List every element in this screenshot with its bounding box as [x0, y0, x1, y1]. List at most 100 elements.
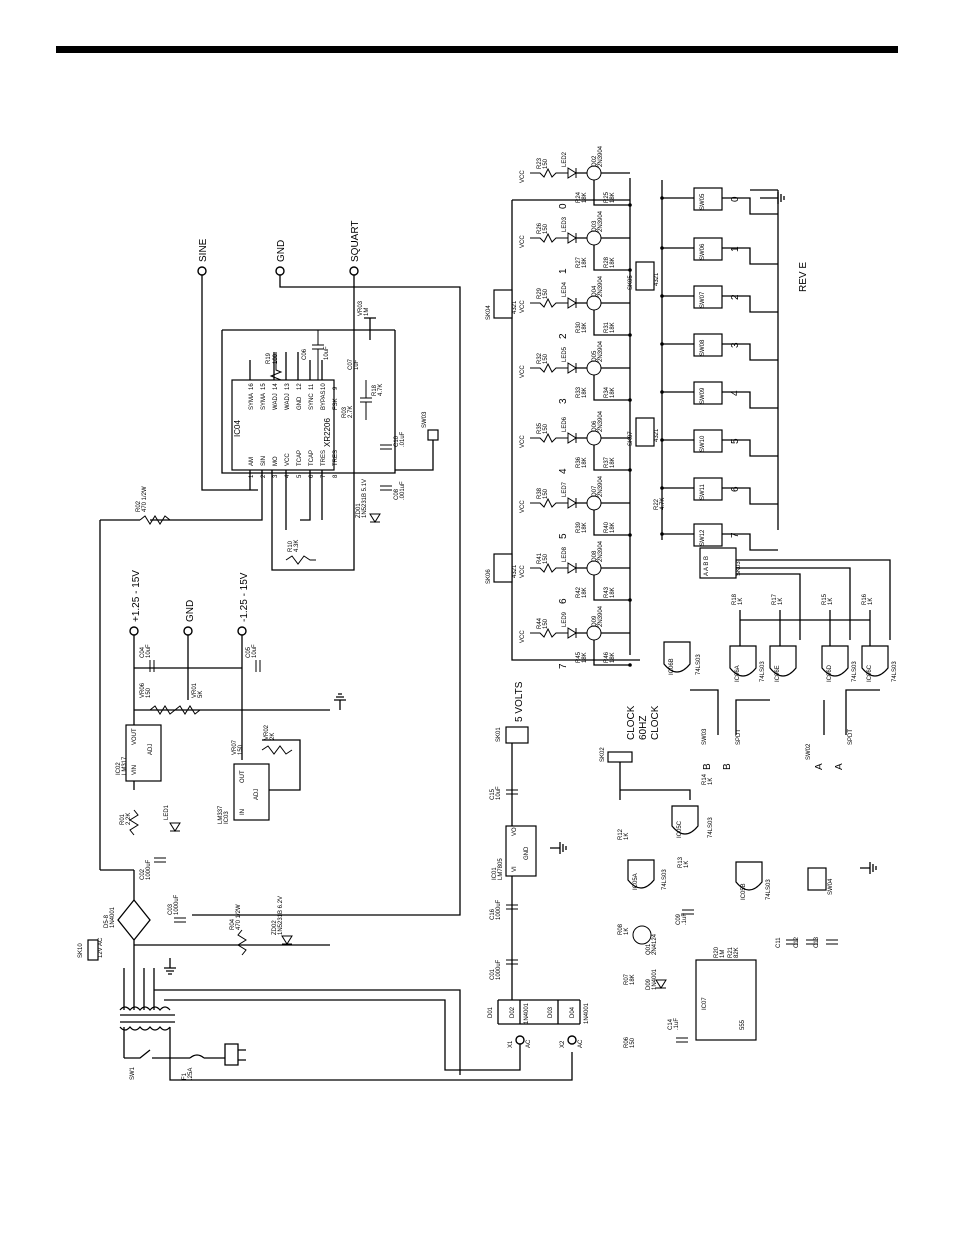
ic04-pin-number: 2: [261, 474, 267, 478]
svg-text:74LS03: 74LS03: [852, 661, 858, 682]
resistor-value: 150: [543, 158, 549, 169]
ic06c-gate: IC06C 74LS03: [861, 645, 898, 682]
svg-text:4321: 4321: [512, 300, 518, 314]
switch-wiring: [662, 197, 778, 215]
base-resistor-ref: R36: [576, 456, 582, 468]
timing-caps: C11 C12 C13: [776, 936, 838, 948]
svg-text:2.2K: 2.2K: [126, 813, 132, 825]
junction-dot: [628, 598, 632, 602]
digit-label: 3: [558, 398, 569, 404]
svg-text:1K: 1K: [828, 598, 834, 605]
led-resistor: [530, 562, 568, 573]
base-resistor-ref: R25: [604, 191, 610, 203]
r18-resistor: R18 4.7K: [372, 384, 384, 396]
ic05b-gate: IC05B 74LS03: [735, 861, 772, 900]
svg-text:1000uF: 1000uF: [174, 894, 180, 915]
svg-text:C13: C13: [814, 936, 820, 948]
resistor-value: 150: [543, 423, 549, 434]
base-resistor-ref: R30: [576, 321, 582, 333]
ic04-pin-number: 15: [261, 383, 267, 390]
junction-dot: [660, 294, 664, 298]
svg-text:82K: 82K: [734, 947, 740, 958]
switch-wiring: [662, 533, 778, 551]
transistor-ref: Q05: [592, 350, 598, 362]
sk03-connector: A A B B SK03: [699, 547, 891, 640]
svg-text:R19: R19: [266, 352, 272, 364]
ic04-pin-label: SYMA: [249, 393, 255, 410]
gnd-label: GND: [276, 240, 287, 262]
svg-text:AC: AC: [578, 1039, 584, 1048]
c15-capacitor: C15 10uF: [490, 786, 518, 800]
transistor-value: 2N3904: [598, 540, 604, 562]
junction-dot: [628, 268, 632, 272]
sw03-switch: SW03: [395, 411, 439, 471]
led-icon: [567, 232, 577, 244]
svg-text:OUT: OUT: [240, 770, 246, 783]
led-resistor: [530, 432, 568, 443]
digit-label: 0: [558, 203, 569, 209]
svg-text:SK04: SK04: [486, 305, 492, 320]
c06-capacitor: C06 10uF: [302, 330, 330, 380]
ic04-pin-label: SYNC: [309, 393, 315, 410]
svg-text:A A B B: A A B B: [704, 556, 710, 576]
svg-text:LM317: LM317: [122, 756, 128, 775]
svg-text:F1: F1: [182, 1072, 188, 1080]
vcc-label: VCC: [520, 170, 526, 183]
ic04-part: XR2206: [323, 418, 332, 447]
ic05a-gate: IC05A 74LS03: [627, 859, 668, 890]
switch-ref: SW07: [700, 291, 706, 308]
svg-text:150: 150: [146, 687, 152, 698]
vcc-label: VCC: [520, 365, 526, 378]
led-resistor: [530, 497, 568, 508]
ic04-pin-number: 7: [321, 474, 327, 478]
r10-resistor: R10 4.3K: [285, 540, 316, 565]
svg-text:R08: R08: [618, 923, 624, 935]
stage-wiring: [576, 502, 630, 536]
switch-ref: SW12: [700, 529, 706, 546]
svg-text:IC06D: IC06D: [827, 664, 833, 682]
x2-terminal: X2 AC: [560, 1035, 584, 1048]
svg-text:IC05B: IC05B: [741, 883, 747, 900]
svg-text:1M: 1M: [720, 950, 726, 958]
ic07-555: IC07 555: [695, 959, 757, 1041]
switch-wiring: [662, 487, 778, 505]
sk10-connector: SK10 12V AC: [78, 937, 104, 961]
svg-text:C12: C12: [794, 936, 800, 948]
transistor-icon: [586, 295, 602, 311]
r07-resistor: R07 18K: [624, 973, 636, 985]
base-resistor-value: 18K: [582, 457, 588, 468]
c05-capacitor: C05 10uF: [246, 644, 261, 672]
svg-text:VR06: VR06: [140, 682, 146, 698]
switch-body: [693, 429, 723, 453]
svg-text:60HZ: 60HZ: [638, 716, 649, 740]
led-resistor: [530, 297, 568, 308]
transistor-ref: Q09: [592, 615, 598, 627]
svg-text:VOUT: VOUT: [132, 728, 138, 745]
svg-text:IC06B: IC06B: [669, 658, 675, 675]
svg-text:1N4001: 1N4001: [652, 968, 658, 990]
svg-text:1N4001: 1N4001: [584, 1002, 590, 1024]
ic06e-gate: IC06E: [769, 645, 797, 682]
svg-text:C02: C02: [140, 868, 146, 880]
svg-text:10uF: 10uF: [496, 786, 502, 800]
svg-text:4321: 4321: [654, 428, 660, 442]
ic04-xr2206: IC04 XR2206 AM1SIN2MO3VCC4TCAP5TCAP6TRES…: [150, 329, 396, 530]
d09-diode: D09 1N4001: [646, 968, 667, 990]
transformer: [119, 968, 573, 1081]
r03-resistor: R03 2.7K: [342, 406, 354, 418]
sk07-connector: SK07 4321: [628, 417, 660, 447]
svg-text:2K: 2K: [270, 733, 276, 740]
square-terminal: SQUART: [271, 221, 361, 571]
ic04-pin-label: TRES: [321, 450, 327, 466]
svg-text:1K: 1K: [624, 833, 630, 840]
svg-text:C09: C09: [676, 913, 682, 925]
svg-text:1N5231B 6.2V: 1N5231B 6.2V: [278, 896, 284, 935]
svg-text:470 1/2W: 470 1/2W: [236, 904, 242, 930]
ic04-pin-number: 8: [333, 474, 339, 478]
junction-dot: [628, 468, 632, 472]
